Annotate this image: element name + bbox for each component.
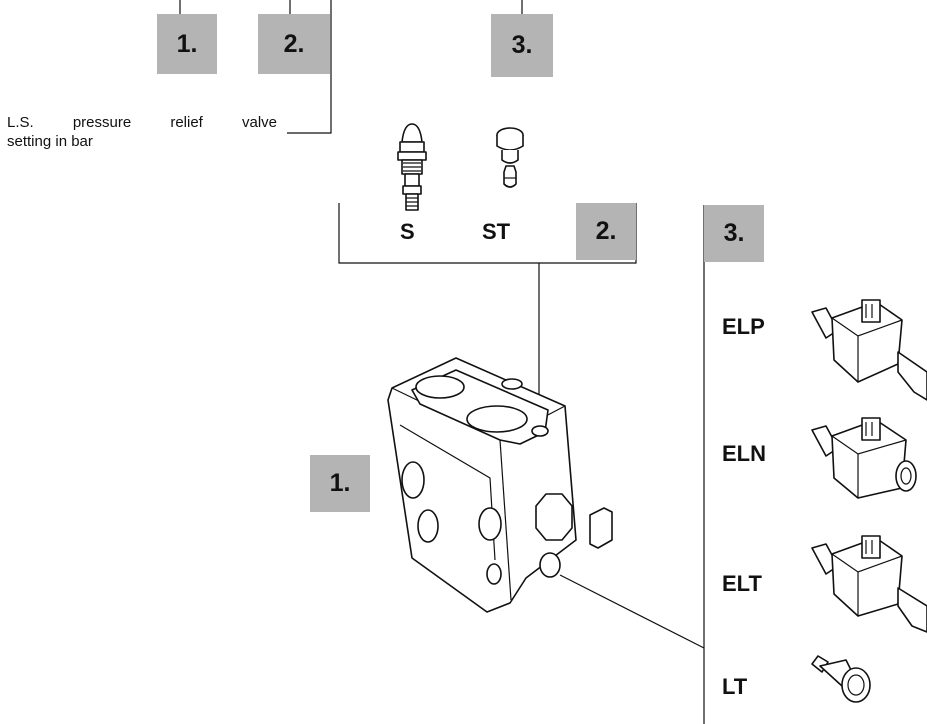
plug-st-icon	[496, 127, 524, 188]
option-elp-label: ELP	[722, 314, 765, 339]
top-box-3-label: 3.	[511, 31, 533, 59]
solenoid-eln-icon	[811, 417, 917, 499]
group3-box: 3.	[704, 205, 764, 262]
group2-box-label: 2.	[595, 217, 617, 245]
plug-lt-icon	[811, 655, 871, 703]
option-st-label: ST	[482, 219, 511, 244]
note-line-1: L.S. pressure relief valve	[7, 114, 277, 131]
group3-leader-line	[559, 574, 705, 649]
top-box-1-label: 1.	[176, 29, 198, 58]
body-box-1: 1.	[310, 455, 370, 512]
option-lt-label: LT	[722, 674, 748, 699]
group2-bracket	[338, 203, 637, 264]
valve-s-icon	[397, 123, 427, 211]
note-line-2: setting in bar	[7, 133, 93, 150]
group2-box: 2.	[576, 203, 636, 260]
group3-box-label: 3.	[723, 219, 745, 247]
top-box-2-label: 2.	[283, 29, 305, 58]
valve-body-icon	[387, 357, 613, 613]
option-elt-label: ELT	[722, 571, 762, 596]
body-box-1-label: 1.	[329, 469, 351, 497]
top-box-3: 3.	[491, 14, 553, 77]
note-bracket-line	[287, 0, 332, 134]
top-box-1: 1.	[157, 14, 217, 74]
option-s-label: S	[400, 219, 415, 244]
option-eln-label: ELN	[722, 441, 766, 466]
solenoid-elp-icon	[811, 299, 927, 401]
top-box-2: 2.	[258, 14, 330, 74]
pressure-relief-note: L.S. pressure relief valve setting in ba…	[7, 113, 277, 151]
solenoid-elt-icon	[811, 535, 927, 633]
